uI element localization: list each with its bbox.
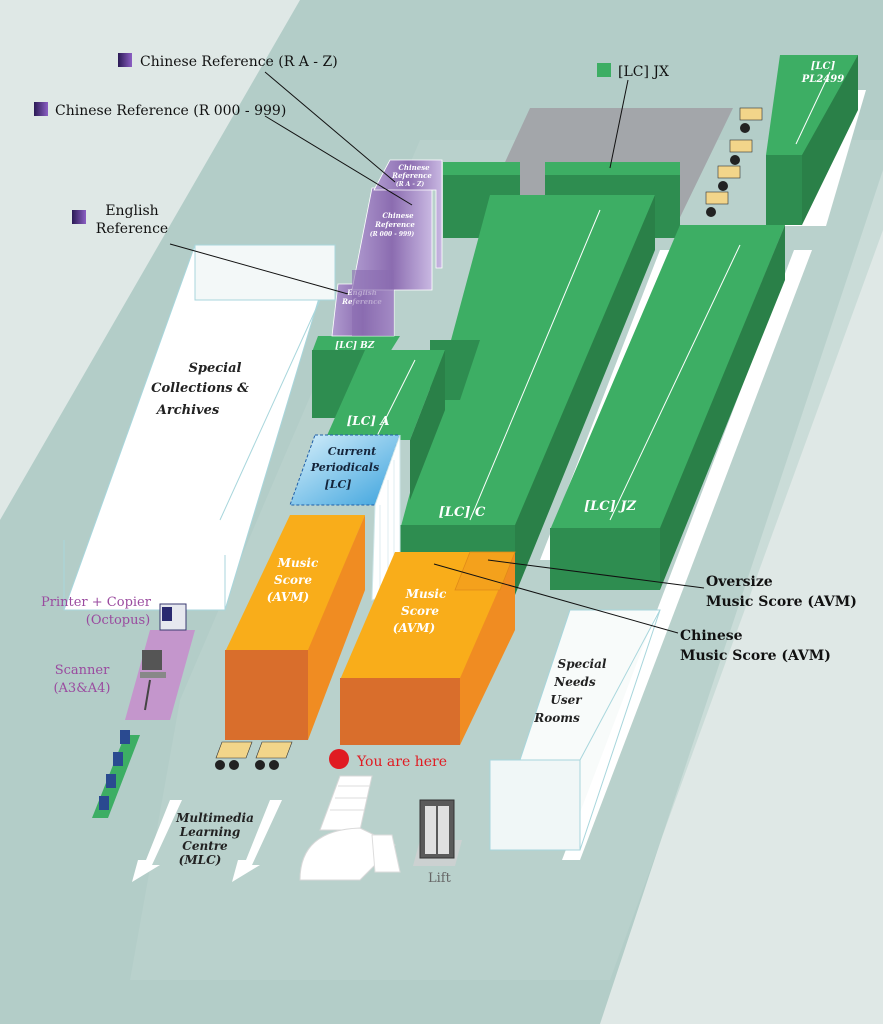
leader-lines	[169, 71, 705, 634]
shelf-lc-jz	[550, 225, 785, 590]
current-periodicals-label-2: Periodicals	[310, 461, 379, 474]
music-score-2-label-2: Score	[401, 604, 439, 618]
lift[interactable]	[413, 799, 462, 866]
mlc-label-1: Multimedia	[175, 811, 254, 825]
music-score-1-label-3: (AVM)	[267, 590, 309, 604]
special-needs-label-4: Rooms	[533, 711, 580, 725]
chinese-ref-r000-label: Chinese Reference (R 000 - 999)	[55, 103, 286, 119]
music-score-1-label-2: Score	[274, 573, 312, 587]
chinese-reference-ra-z-shelf	[373, 159, 443, 269]
lc-pl2499-label-1: [LC]	[811, 61, 836, 72]
computer-workstations	[92, 730, 140, 818]
special-collections-label-3: Archives	[155, 403, 220, 418]
special-needs-label-2: Needs	[553, 675, 596, 689]
music-score-shelf-1	[225, 515, 365, 740]
lc-a-label: [LC] A	[347, 414, 390, 428]
special-collections-label-2: Collections &	[151, 381, 249, 396]
legend-square-chinese-ref-r000	[34, 102, 48, 116]
lc-bz-label: [LC] BZ	[335, 341, 375, 351]
staircase	[299, 775, 401, 881]
mlc-label-4: (MLC)	[179, 853, 222, 867]
english-ref-label-1: English	[105, 203, 158, 219]
lift-label: Lift	[428, 871, 452, 886]
music-score-1-label-1: Music	[277, 556, 319, 570]
current-periodicals-label-1: Current	[328, 445, 376, 458]
study-desks-top-right	[705, 107, 763, 217]
english-ref-label-2: Reference	[96, 221, 168, 237]
special-needs-label-1: Special	[558, 657, 607, 671]
chinese-music-label-1: Chinese	[680, 628, 743, 644]
lc-jz-label: [LC] JZ	[584, 499, 636, 514]
chinese-music-label-2: Music Score (AVM)	[680, 648, 831, 664]
special-collections-label-1: Special	[189, 361, 242, 376]
tiny-r000-1: Chinese	[382, 211, 414, 220]
mlc-label-3: Centre	[182, 839, 228, 853]
lc-jx-label: [LC] JX	[618, 64, 669, 80]
chinese-ref-ra-z-label: Chinese Reference (R A - Z)	[140, 54, 338, 70]
scanner-label-1: Scanner	[55, 663, 110, 678]
mlc-arrow-left	[132, 800, 182, 882]
mlc-label-2: Learning	[179, 825, 241, 839]
scanner	[140, 650, 166, 711]
special-needs-label-3: User	[550, 693, 583, 707]
tiny-ra-z-1: Chinese	[398, 163, 430, 172]
oversize-label-2: Music Score (AVM)	[706, 594, 857, 610]
tiny-ra-z-2: Reference	[391, 171, 432, 180]
lc-c-label: [LC] C	[439, 505, 486, 520]
legend-square-english-ref	[72, 210, 86, 224]
legend-square-chinese-ref-ra-z	[118, 53, 132, 67]
special-collections-room	[63, 244, 336, 611]
mlc-arrow-right	[232, 800, 282, 882]
oversize-label-1: Oversize	[706, 574, 773, 590]
music-score-2-label-3: (AVM)	[393, 621, 435, 635]
tiny-ra-z-3: (R A - Z)	[396, 181, 425, 188]
tiny-r000-3: (R 000 - 999)	[370, 231, 415, 238]
you-are-here-label: You are here	[356, 754, 447, 770]
current-periodicals-label-3: [LC]	[325, 478, 352, 491]
shelf-lc-a	[325, 350, 445, 500]
lc-pl2499-label-2: PL2499	[801, 74, 844, 85]
legend-square-lc-jx	[597, 63, 611, 77]
study-desks-bottom	[215, 741, 293, 770]
chinese-reference-r000-shelf	[351, 187, 433, 336]
tiny-r000-2: Reference	[374, 220, 415, 229]
shelf-lc-pl2499	[766, 55, 858, 225]
printer-label-2: (Octopus)	[86, 613, 151, 628]
music-score-2-label-1: Music	[405, 587, 447, 601]
special-needs-rooms	[489, 609, 661, 851]
printer-label-1: Printer + Copier	[41, 595, 152, 610]
scanner-label-2: (A3&A4)	[53, 681, 110, 696]
you-are-here-marker	[329, 749, 349, 769]
